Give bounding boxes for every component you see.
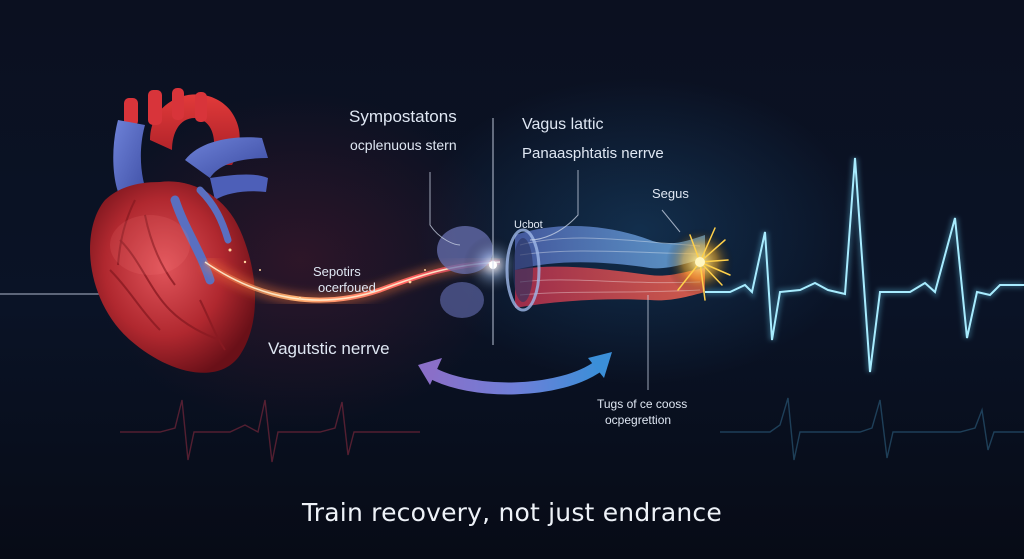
caption-text: Train recovery, not just endrance [302,498,722,527]
sympathetic-sub-label: ocplenuous stern [350,137,457,153]
segus-label: Segus [652,186,689,201]
vagus-pointer [529,170,579,241]
faint-ecg-right [720,397,1024,461]
particle-sparks [228,248,426,300]
tugs-label-line1: Tugs of ce cooss [597,397,688,411]
pointer-lines [429,170,681,390]
vagus-sub-label: Panaasphtatis nerrve [522,145,664,162]
heart-icon [90,88,268,373]
swap-arrows-icon [418,352,612,395]
ucbot-label: Ucbot [514,219,543,231]
nerve-bundle-icon [505,225,705,312]
segus-pointer [661,209,681,233]
ecg-waveform-icon [705,157,1024,373]
vagus-title-label: Vagus lattic [522,116,604,133]
tugs-label-line2: ocpegrettion [605,413,672,427]
sepotirs-label-line2: ocerfoued [318,280,376,295]
sympathetic-pointer [429,172,461,246]
sepotirs-label-line1: Sepotirs [313,264,361,279]
faint-ecg-left [120,399,420,463]
sympathetic-title-label: Sympostatons [349,107,457,126]
nerve-ending-spark [666,227,734,301]
vagal-nerve-label: Vagutstic nerrve [268,339,390,358]
